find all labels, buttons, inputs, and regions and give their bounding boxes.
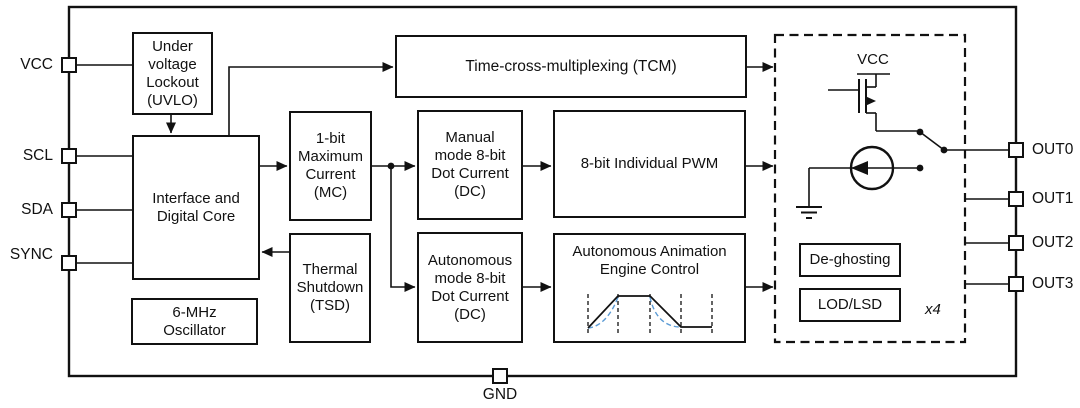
block-thermal-shutdown: Thermal Shutdown (TSD) <box>289 233 371 343</box>
block-individual-pwm: 8-bit Individual PWM <box>553 110 746 218</box>
block-autonomous-dot-current: Autonomous mode 8-bit Dot Current (DC) <box>417 232 523 343</box>
mosfet-icon <box>828 73 917 132</box>
pin-label-scl: SCL <box>22 147 53 164</box>
current-source-icon <box>808 145 917 206</box>
block-interface-label: Interface and Digital Core <box>152 189 240 225</box>
block-manual-dot-current: Manual mode 8-bit Dot Current (DC) <box>417 110 523 220</box>
pin-label-sda: SDA <box>21 201 53 218</box>
block-tcm-label: Time-cross-multiplexing (TCM) <box>465 57 677 75</box>
pin-label-sync: SYNC <box>9 246 53 263</box>
block-oscillator: 6-MHz Oscillator <box>131 298 258 345</box>
switch-icon <box>916 128 1008 172</box>
block-individual-pwm-label: 8-bit Individual PWM <box>580 155 719 172</box>
block-manual-dot-current-label: Manual mode 8-bit Dot Current (DC) <box>431 129 509 200</box>
arrow-branch-to-autodc <box>390 166 416 292</box>
output-stage-dashed-border <box>773 33 967 344</box>
block-lod-lsd-label: LOD/LSD <box>817 296 883 313</box>
output-stage-multiplier-label: x4 <box>925 301 941 318</box>
ground-icon <box>796 206 822 219</box>
pin-out3 <box>1008 276 1024 292</box>
block-animation-engine: Autonomous Animation Engine Control <box>553 233 746 343</box>
pin-label-out3: OUT3 <box>1032 275 1074 292</box>
pin-label-gnd: GND <box>482 386 518 403</box>
block-deghosting-label: De-ghosting <box>809 251 891 268</box>
pin-label-out2: OUT2 <box>1032 234 1074 251</box>
pin-scl <box>61 148 77 164</box>
block-max-current-label: 1-bit Maximum Current (MC) <box>297 130 363 201</box>
block-wires <box>166 62 774 292</box>
out-stub-wires <box>964 198 1008 285</box>
block-autonomous-dot-current-label: Autonomous mode 8-bit Dot Current (DC) <box>427 251 513 323</box>
pin-sda <box>61 202 77 218</box>
block-lod-lsd: LOD/LSD <box>799 288 901 322</box>
pin-wires <box>77 64 132 264</box>
block-interface-digital-core: Interface and Digital Core <box>132 135 260 280</box>
output-stage-vcc-label: VCC <box>857 51 889 68</box>
block-uvlo-label: Under voltage Lockout (UVLO) <box>146 37 199 109</box>
block-oscillator-label: 6-MHz Oscillator <box>163 303 226 339</box>
block-uvlo: Under voltage Lockout (UVLO) <box>132 32 213 115</box>
pin-gnd <box>492 368 508 384</box>
junction-dot <box>387 162 395 170</box>
pin-label-out1: OUT1 <box>1032 190 1074 207</box>
block-tcm: Time-cross-multiplexing (TCM) <box>395 35 747 98</box>
arrow-core-to-tcm <box>228 62 394 135</box>
pin-label-out0: OUT0 <box>1032 141 1074 158</box>
block-thermal-shutdown-label: Thermal Shutdown (TSD) <box>296 261 364 314</box>
block-animation-engine-label: Autonomous Animation Engine Control <box>572 243 727 278</box>
pin-out0 <box>1008 142 1024 158</box>
pin-vcc <box>61 57 77 73</box>
pin-out2 <box>1008 235 1024 251</box>
pin-sync <box>61 255 77 271</box>
animation-waveform-graphic <box>587 294 713 333</box>
block-max-current: 1-bit Maximum Current (MC) <box>289 111 372 221</box>
block-deghosting: De-ghosting <box>799 243 901 277</box>
pin-label-vcc: VCC <box>20 56 53 73</box>
pin-out1 <box>1008 191 1024 207</box>
